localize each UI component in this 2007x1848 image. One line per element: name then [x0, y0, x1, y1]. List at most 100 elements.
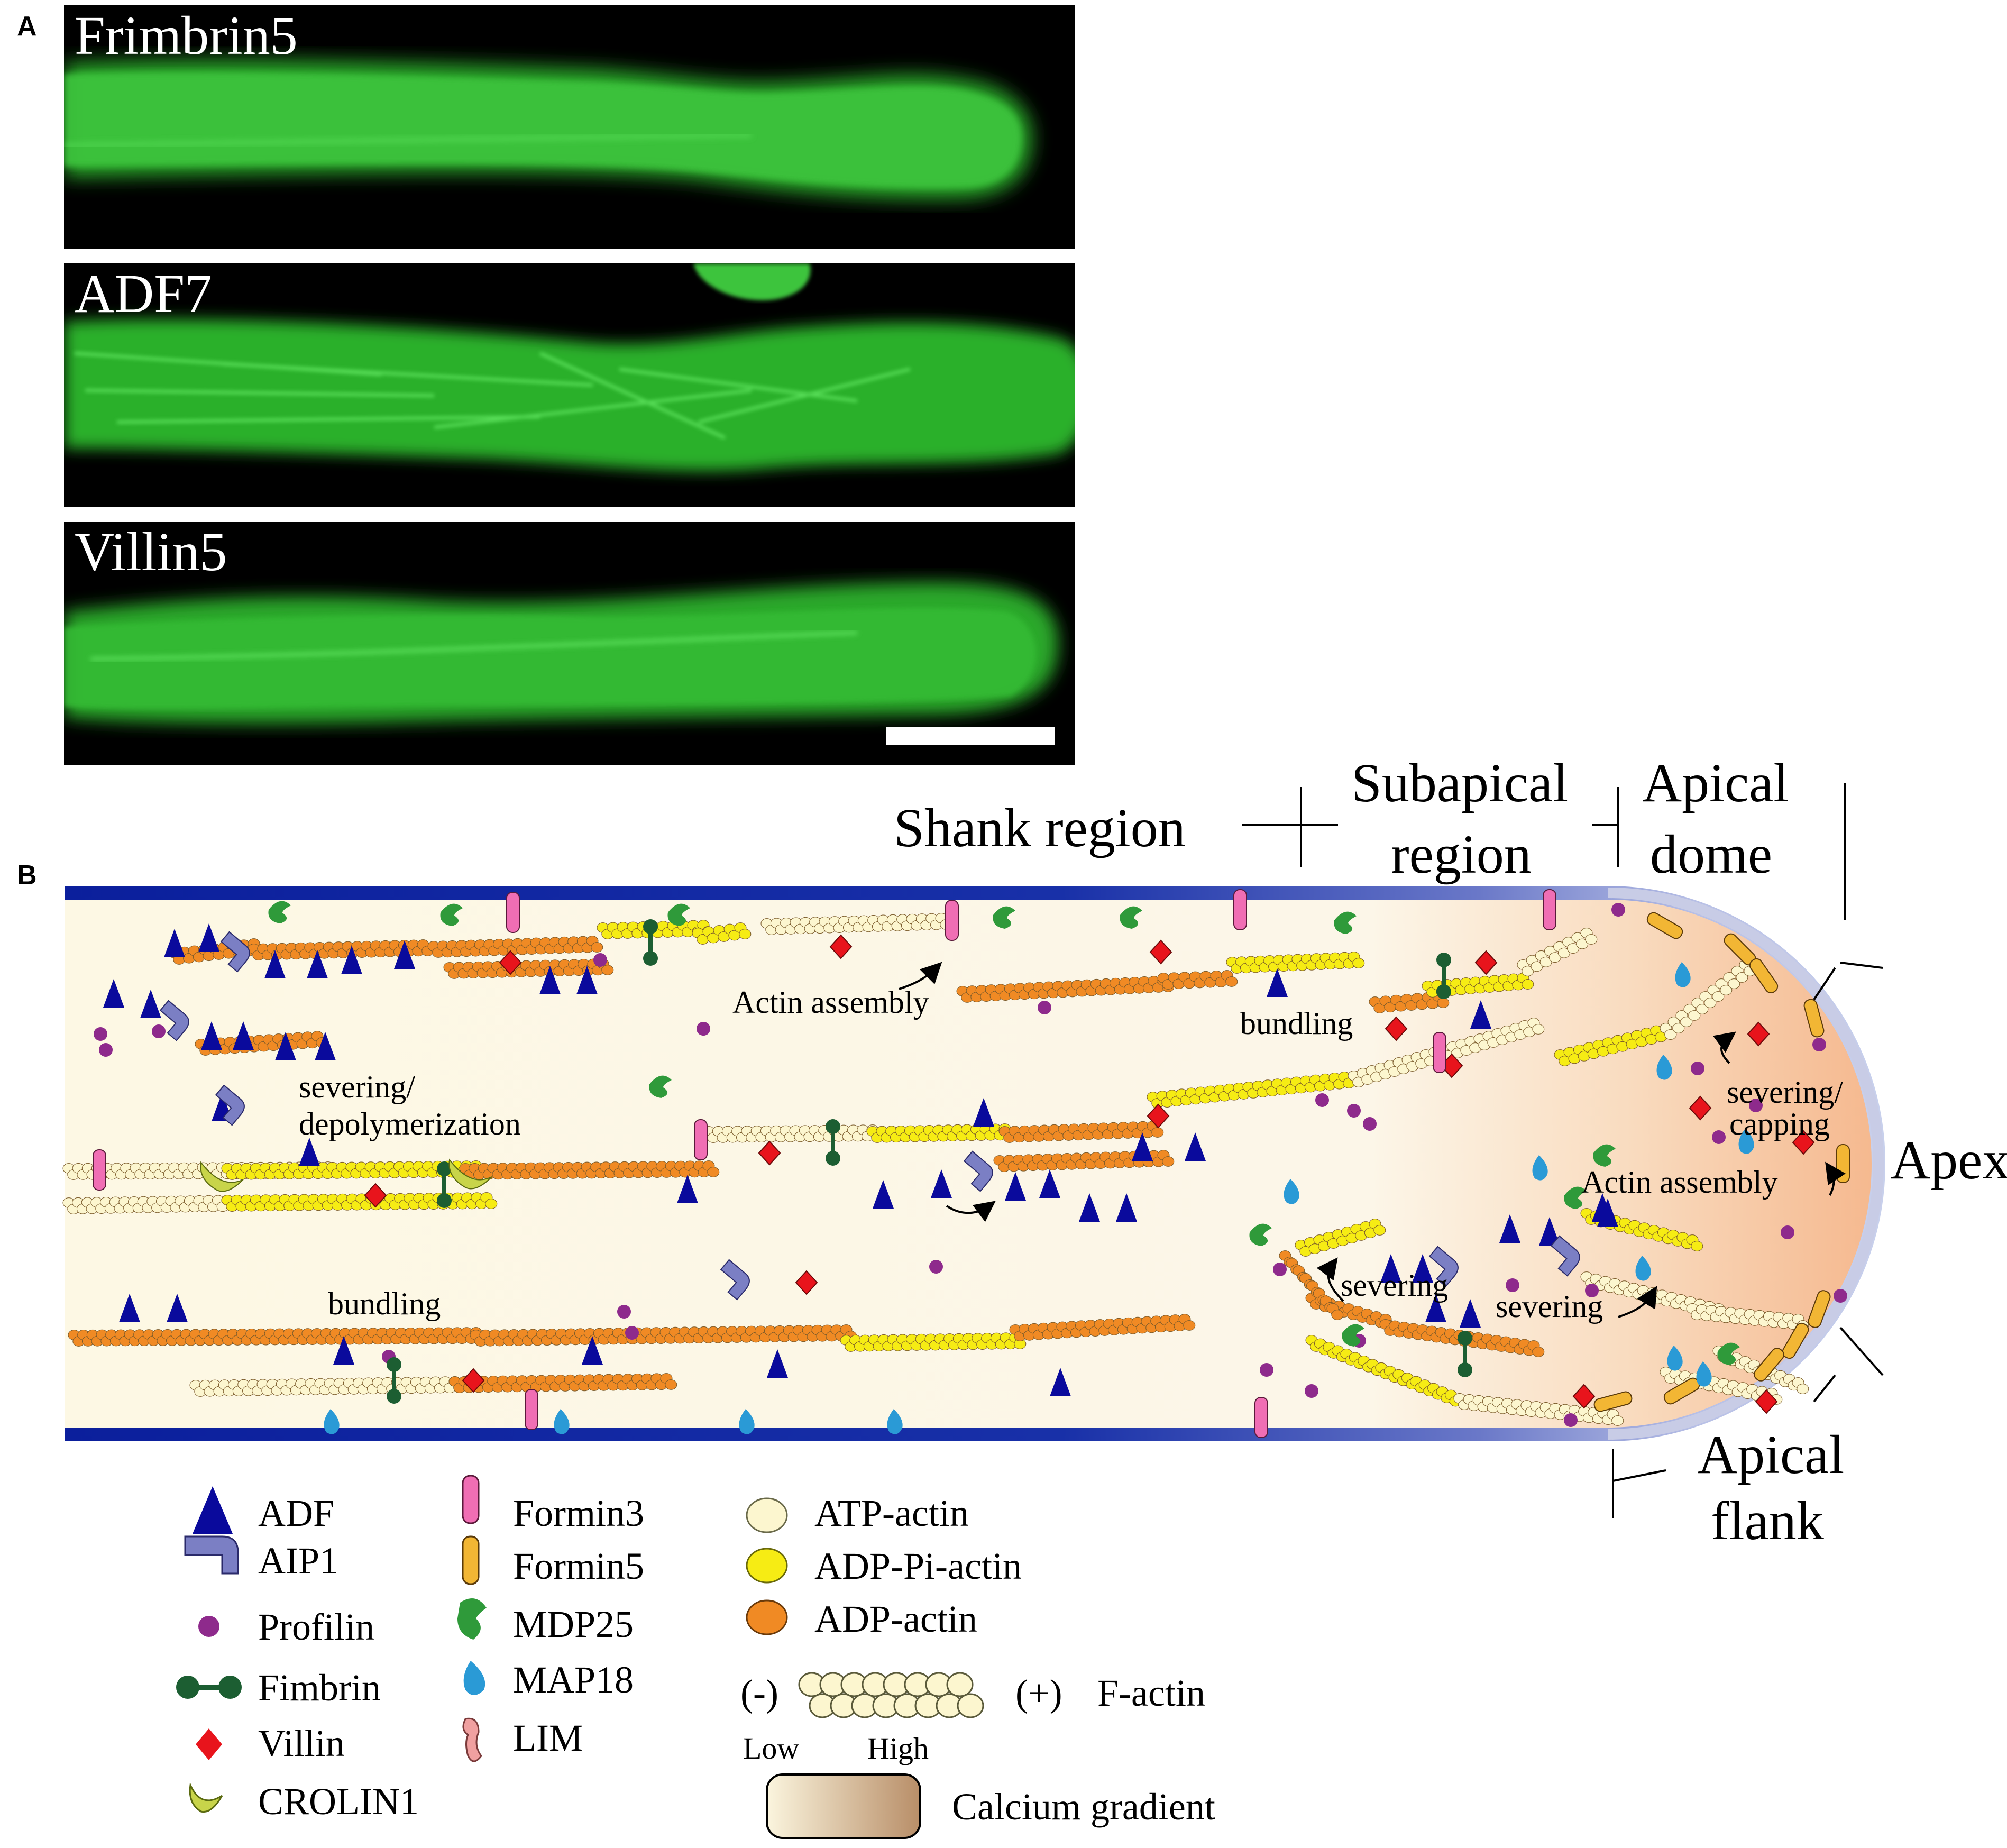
legend-profilin: Profilin	[258, 1606, 374, 1648]
filament-segment	[68, 1327, 487, 1347]
crolin1-protein	[448, 1158, 492, 1190]
filament-segment	[1009, 1314, 1196, 1341]
adf-protein	[315, 1032, 336, 1060]
villin-protein	[1689, 1095, 1712, 1121]
label-apex: Apex	[1891, 1130, 2007, 1191]
map18-protein	[1656, 1055, 1672, 1080]
annot-severing-capping-2: capping	[1729, 1106, 1830, 1141]
adf-protein	[198, 923, 219, 952]
adf-protein	[233, 1021, 254, 1050]
adf-protein	[1079, 1193, 1100, 1222]
pollen-tube-diagram: Shank region Subapical region Apical dom…	[62, 753, 2007, 1839]
filament-segment	[1453, 1393, 1624, 1426]
formin5-protein	[1836, 1144, 1850, 1183]
profilin-protein	[152, 1024, 166, 1038]
fimbrin-protein	[643, 919, 658, 966]
filament-segment	[998, 1121, 1164, 1143]
profilin-protein	[929, 1260, 943, 1274]
mdp25-protein	[268, 901, 291, 923]
filament-segment	[1279, 1250, 1344, 1320]
legend-villin: Villin	[258, 1722, 345, 1764]
legend-lim: LIM	[513, 1717, 583, 1759]
micrograph-frimbrin5: Frimbrin5	[64, 5, 1075, 249]
filament-segment	[840, 1332, 1027, 1352]
filament-segment	[448, 1373, 677, 1393]
filament-segment	[702, 1124, 884, 1143]
filament-segment	[1226, 952, 1365, 974]
mdp25-protein	[1564, 1186, 1587, 1209]
adf-protein	[582, 1336, 603, 1365]
aip1-protein	[1428, 1246, 1459, 1287]
formin5-protein	[1646, 912, 1683, 939]
adf-protein	[1050, 1368, 1071, 1396]
profilin-protein	[593, 953, 607, 967]
annot-bundling-1: bundling	[1240, 1006, 1353, 1041]
legend-gradient-high: High	[867, 1731, 929, 1765]
adf-protein	[299, 1138, 320, 1166]
adf-protein	[167, 1294, 188, 1322]
filament-segment	[221, 1192, 498, 1212]
profilin-protein	[1585, 1284, 1599, 1297]
crolin1-protein	[200, 1161, 244, 1192]
map18-protein	[324, 1409, 340, 1434]
filament-segment	[1517, 928, 1598, 976]
legend-factin-label: F-actin	[1097, 1672, 1205, 1714]
legend: ADF AIP1 Profilin Fimbrin Villin CROLIN1…	[176, 1475, 1215, 1839]
aip1-protein	[1550, 1235, 1580, 1277]
legend-factin-minus: (-)	[740, 1672, 778, 1714]
adf-protein	[1470, 1000, 1491, 1029]
filament-segment	[1686, 1303, 1809, 1331]
annot-severing-depoly-1: severing/	[299, 1069, 415, 1104]
filament-segment	[189, 1376, 466, 1397]
mdp25-protein	[667, 903, 690, 926]
adf-protein	[275, 1032, 296, 1060]
adf-protein	[767, 1349, 788, 1378]
legend-gradient-low: Low	[743, 1731, 799, 1765]
crolin1-icon	[189, 1782, 223, 1813]
profilin-protein	[1834, 1289, 1847, 1303]
map18-protein	[1738, 1129, 1754, 1154]
micrograph-label: Villin5	[75, 522, 227, 582]
adf-protein	[1425, 1294, 1446, 1322]
profilin-protein	[1506, 1278, 1519, 1292]
filament-segment	[470, 1324, 857, 1347]
fimbrin-protein	[826, 1119, 840, 1166]
adf-protein	[1380, 1254, 1401, 1283]
panel-a-letter: A	[17, 11, 37, 42]
profilin-protein	[1305, 1384, 1318, 1398]
formin3-icon	[462, 1475, 480, 1524]
formin3-protein	[1254, 1397, 1268, 1438]
legend-formin3: Formin3	[513, 1492, 644, 1534]
map18-protein	[1532, 1155, 1548, 1181]
villin-protein	[1385, 1016, 1408, 1041]
profilin-protein	[1812, 1038, 1826, 1051]
adf-protein	[394, 940, 415, 969]
villin-protein	[1474, 950, 1498, 975]
fimbrin-icon	[176, 1676, 242, 1699]
legend-atp-actin: ATP-actin	[814, 1492, 969, 1534]
filament-segment	[1157, 970, 1238, 990]
annot-actin-assembly-1: Actin assembly	[732, 985, 929, 1020]
mdp25-protein	[1120, 906, 1142, 929]
map18-protein	[1284, 1179, 1299, 1204]
filament-segment	[1348, 1018, 1545, 1087]
label-subapical-2: region	[1391, 824, 1532, 885]
adf-protein	[1539, 1217, 1560, 1246]
formin3-protein	[93, 1149, 106, 1191]
formin5-protein	[1593, 1391, 1633, 1412]
factin-icon	[798, 1672, 984, 1718]
annot-severing-2: severing	[1496, 1289, 1603, 1324]
filament-segment	[1660, 959, 1756, 1040]
adf-protein	[264, 950, 286, 978]
fimbrin-protein	[387, 1357, 401, 1404]
formin3-protein	[1433, 1032, 1446, 1073]
profilin-protein	[1347, 1104, 1361, 1118]
micrograph-adf7: ADF7	[64, 263, 1075, 507]
map18-protein	[1667, 1346, 1683, 1371]
filament-segment	[1422, 973, 1534, 998]
adf-icon	[193, 1486, 233, 1534]
profilin-protein	[1749, 1099, 1763, 1112]
villin-protein	[1792, 1130, 1815, 1155]
adf-protein	[1412, 1254, 1433, 1283]
map18-protein	[887, 1409, 903, 1434]
